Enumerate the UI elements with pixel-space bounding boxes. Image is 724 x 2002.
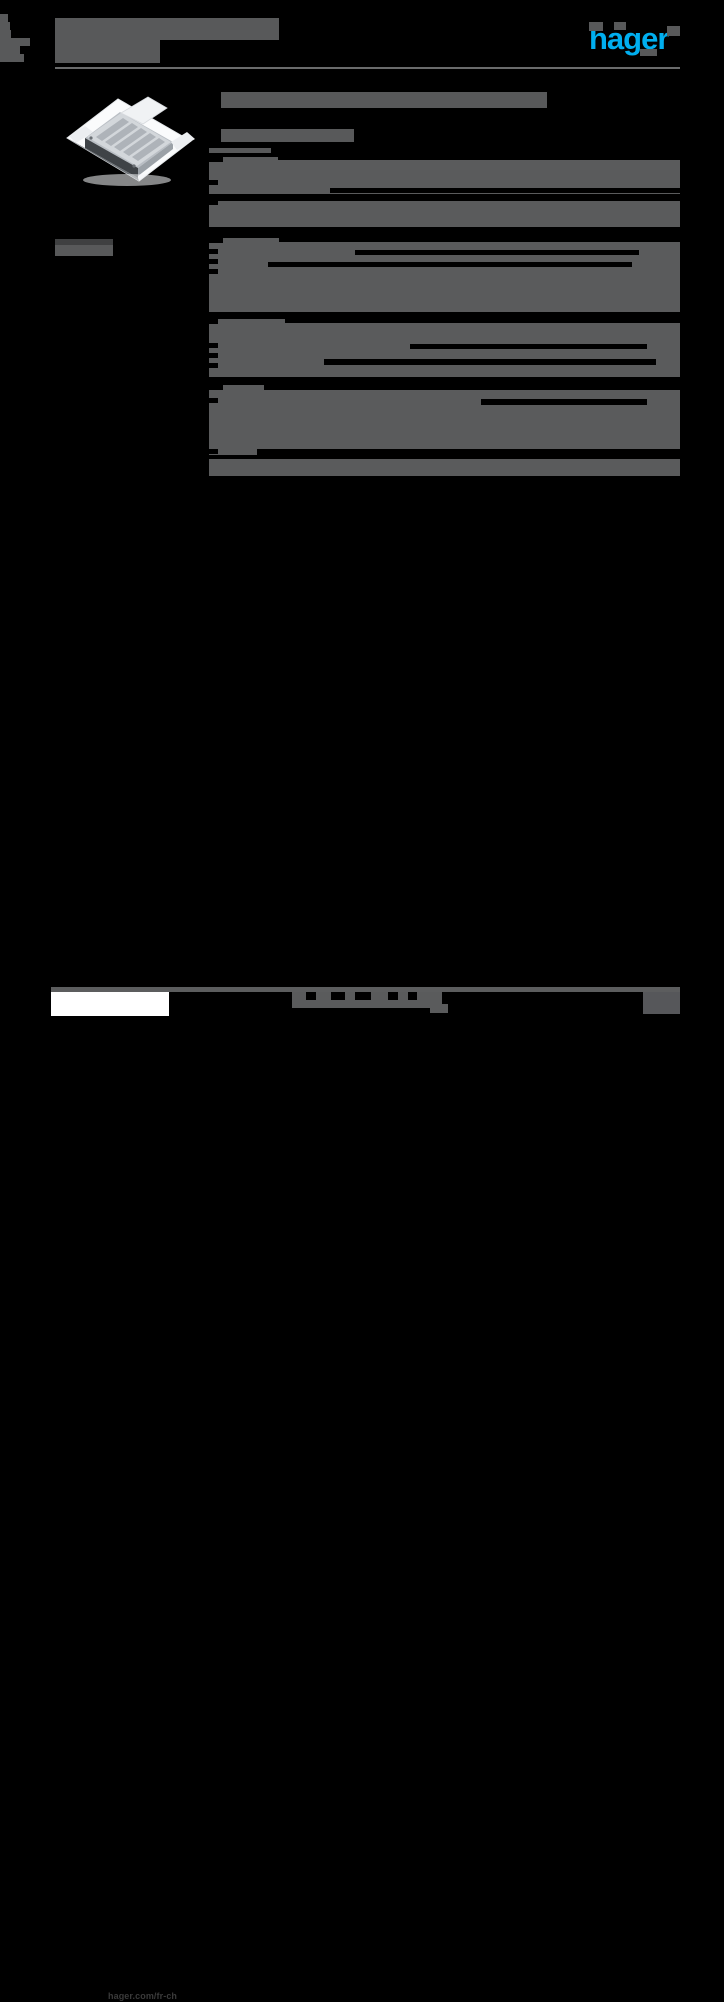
- section-title: [221, 92, 547, 108]
- block-d-row-tick-3: [209, 363, 218, 368]
- footer-page-number: [643, 992, 680, 1014]
- header-divider: [55, 67, 680, 69]
- block-b-gutter-1: [209, 201, 218, 205]
- footer-center-text: [292, 992, 442, 1008]
- block-c-row-tick-2: [209, 259, 218, 264]
- section-subtitle: [221, 129, 354, 142]
- block-c-row-tick-1: [209, 249, 218, 254]
- section-title-ascender-5: [0, 46, 20, 54]
- footer-center-gap-1: [306, 992, 316, 1000]
- block-c-row-tick-3: [209, 269, 218, 274]
- spec-block-b: [209, 201, 680, 227]
- block-d-gutter-1: [209, 319, 218, 324]
- spec-block-f: [209, 458, 680, 476]
- header-title-line1: [55, 18, 279, 40]
- footer-url[interactable]: hager.com/fr-ch: [108, 1991, 178, 2001]
- block-e-top-gap: [264, 385, 680, 390]
- section-title-ascender-1: [0, 14, 8, 22]
- block-c-divider: [209, 312, 680, 319]
- block-d-row-tick-1: [209, 343, 218, 348]
- block-c-inner-gap-1: [355, 250, 639, 255]
- block-d-inner-gap-1: [410, 344, 647, 349]
- block-c-inner-gap-2: [268, 262, 632, 267]
- section-subtitle-underline: [209, 148, 271, 153]
- logo-redaction-bottom: [640, 49, 657, 56]
- block-e-row-tick-1: [209, 398, 218, 403]
- block-d-inner-gap-2: [324, 359, 656, 365]
- block-e-row-tick-2: [209, 449, 218, 454]
- floor-box-illustration: [55, 83, 202, 193]
- block-f-divider: [209, 455, 680, 459]
- section-title-ascender-3: [0, 30, 11, 38]
- block-a-gutter-2: [209, 180, 218, 185]
- spec-block-a: [209, 157, 680, 194]
- footer-url-box[interactable]: hager.com/fr-ch: [51, 992, 177, 2001]
- block-a-divider: [209, 194, 680, 201]
- section-title-ascender-6: [0, 54, 24, 62]
- block-a-inner-gap-1: [330, 188, 680, 193]
- header-title-line2: [55, 40, 160, 63]
- logo-redaction-top-left: [589, 22, 603, 31]
- block-e-inner-gap-1: [481, 399, 647, 405]
- block-c-gutter-1: [209, 238, 223, 243]
- left-column-caption-overline: [55, 239, 113, 245]
- block-e-inner-gap-2: [257, 449, 680, 455]
- block-d-divider-notch: [243, 377, 255, 385]
- block-e-gutter-1: [209, 385, 223, 390]
- footer-center-gap-5: [408, 992, 417, 1000]
- logo-redaction-right: [667, 26, 680, 36]
- section-title-ascender-4: [0, 38, 30, 46]
- block-b-divider: [209, 227, 680, 238]
- footer-center-gap-2: [331, 992, 345, 1000]
- spec-block-e: [209, 385, 680, 455]
- footer-center-descender: [430, 1004, 448, 1013]
- block-d-divider: [209, 377, 680, 385]
- footer-divider: [51, 987, 680, 992]
- block-a-top-gap: [278, 157, 680, 160]
- footer-center-gap-3: [355, 992, 371, 1000]
- logo-redaction-top-mid: [614, 22, 626, 30]
- header: hager: [0, 0, 724, 69]
- header-subtitle: [0, 0, 120, 14]
- product-image: [55, 83, 202, 193]
- block-c-top-gap: [279, 238, 680, 242]
- block-a-gutter-1: [209, 157, 223, 162]
- block-d-row-tick-2: [209, 353, 218, 358]
- footer-center-gap-4: [388, 992, 398, 1000]
- section-title-ascender-2: [0, 22, 10, 30]
- left-column-caption: [55, 245, 113, 256]
- block-d-top-gap: [285, 319, 680, 323]
- main-content: [0, 14, 724, 476]
